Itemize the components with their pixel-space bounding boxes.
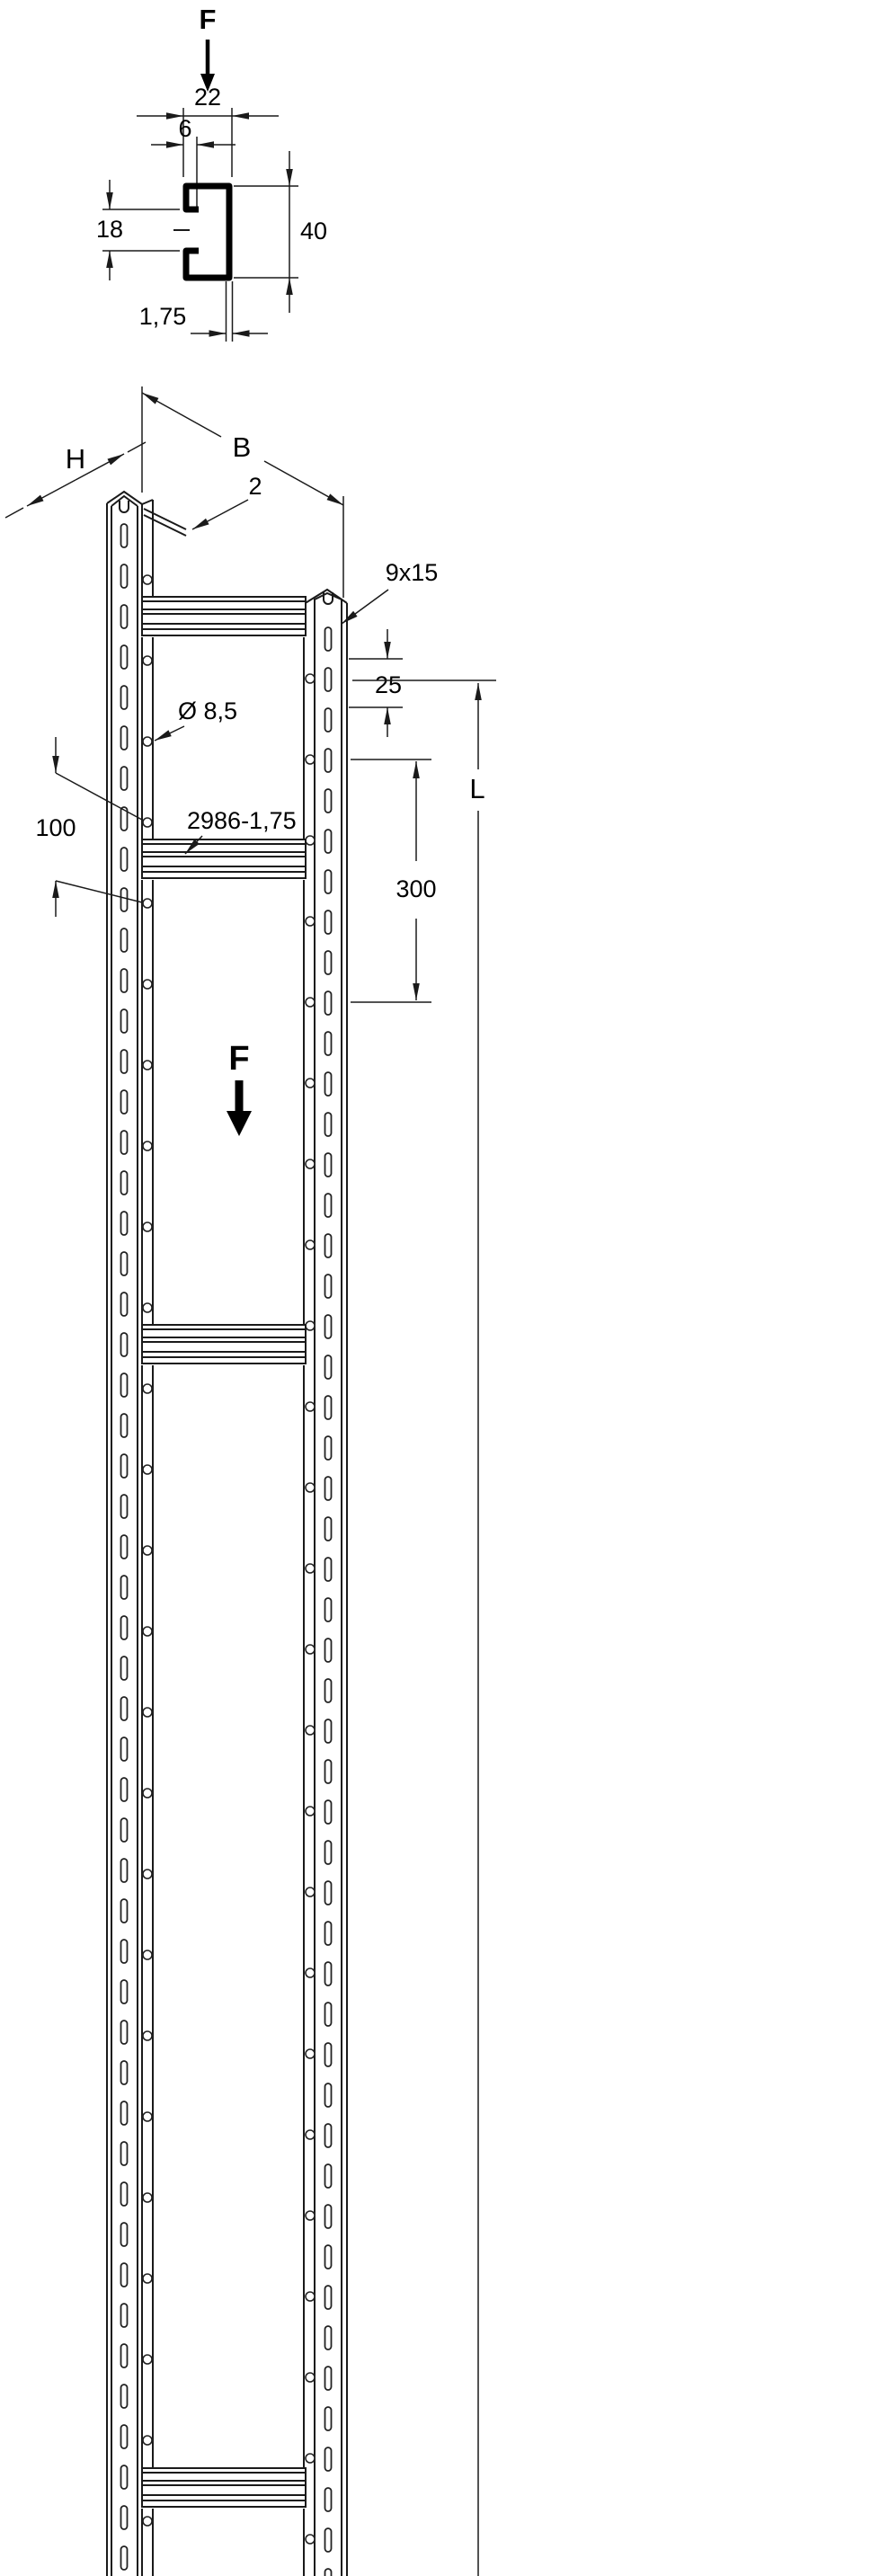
rail-top-notch — [323, 592, 333, 605]
dim-hole-spacing: 100 — [35, 737, 143, 917]
force-arrow-top: F — [200, 4, 217, 92]
rung — [140, 1323, 307, 1366]
label-rung-profile: 2986-1,75 — [184, 807, 297, 855]
dim-depth-label: H — [66, 443, 85, 475]
dim-rung-spacing-label: 300 — [396, 875, 436, 902]
label-perforation: 9x15 — [341, 559, 439, 625]
rail-top-notch — [119, 501, 129, 513]
rung — [140, 838, 307, 881]
force-label-top: F — [200, 4, 217, 35]
left-rail-holes — [141, 573, 154, 2576]
right-rail-holes — [304, 672, 316, 2576]
dim-opening-label: 18 — [96, 216, 123, 243]
label-hole-diameter: Ø 8,5 — [154, 697, 237, 742]
force-arrow-bottom: F — [227, 1040, 252, 1136]
dim-ladder-width: B — [141, 386, 344, 598]
ladder-view: B H 2 9x15 25 — [4, 386, 496, 2576]
c-profile-shape — [173, 182, 233, 281]
dim-length-label: L — [469, 773, 484, 804]
hole-diameter-label: Ø 8,5 — [178, 697, 237, 724]
dim-thickness: 1,75 — [139, 281, 268, 342]
dim-hole-spacing-label: 100 — [35, 814, 76, 841]
arrow-head — [200, 74, 215, 92]
right-rail — [303, 588, 348, 2576]
rung-profile-label: 2986-1,75 — [187, 807, 297, 834]
dim-hole-edge: 25 — [349, 629, 403, 737]
left-rail-slots — [119, 517, 129, 2576]
dim-profile-width: 22 — [137, 84, 279, 177]
dim-hole-edge-label: 25 — [375, 671, 402, 698]
dim-rail-thickness-label: 2 — [248, 473, 262, 500]
dim-height-label: 40 — [300, 218, 327, 244]
perforation-label: 9x15 — [386, 559, 439, 586]
dim-thickness-label: 1,75 — [139, 303, 187, 330]
dim-rail-thickness: 2 — [143, 473, 262, 537]
profile-cross-section: F 22 6 18 — [96, 4, 327, 342]
rung — [140, 595, 307, 638]
dim-length: L — [352, 680, 496, 2576]
dim-ladder-depth: H — [4, 441, 147, 519]
force-label-bottom: F — [228, 1040, 249, 1078]
dim-slot-width: 6 — [151, 115, 236, 207]
right-rail-slots — [323, 620, 333, 2576]
dim-opening-height: 18 — [96, 180, 180, 280]
dim-rung-spacing: 300 — [351, 759, 437, 1003]
dim-width-label: 22 — [194, 84, 221, 111]
dim-width-label: B — [233, 431, 252, 463]
dim-slot-label: 6 — [178, 115, 191, 142]
dim-profile-height: 40 — [234, 151, 327, 313]
rung — [140, 2466, 307, 2509]
arrow-head — [227, 1111, 252, 1136]
